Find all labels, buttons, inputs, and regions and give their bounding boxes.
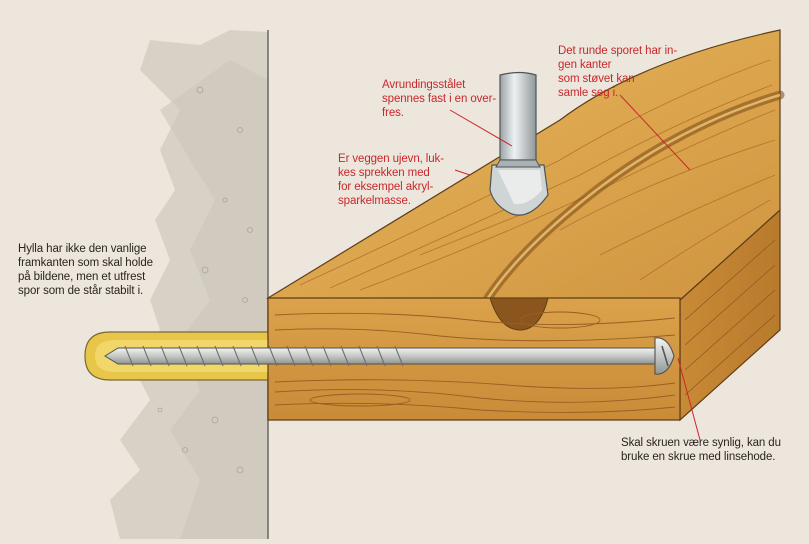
screw-icon bbox=[104, 337, 675, 375]
router-bit-icon bbox=[489, 71, 549, 216]
wall bbox=[110, 30, 269, 539]
groove-note: Det runde sporet har in- gen kanter som … bbox=[558, 45, 678, 99]
screw-note: Skal skruen være synlig, kan du bruke en… bbox=[621, 437, 781, 463]
leader-lines bbox=[449, 94, 701, 441]
router-bit-note: Avrundingsstålet spennes fast i en over-… bbox=[382, 79, 497, 119]
shelf-description-note: Hylla har ikke den vanlige framkanten so… bbox=[18, 243, 153, 297]
uneven-wall-note: Er veggen ujevn, luk- kes sprekken med f… bbox=[338, 153, 444, 207]
